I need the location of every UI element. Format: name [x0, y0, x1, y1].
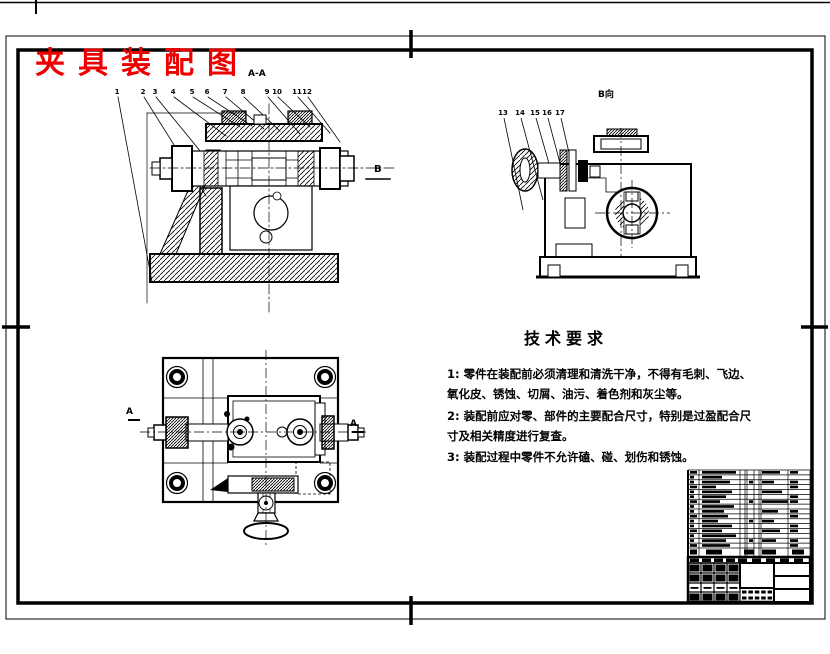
tech-requirements: 技术要求 1: 零件在装配前必须清理和清洗干净，不得有毛刺、飞边、 氧化皮、锈蚀…: [446, 329, 752, 464]
flange: [559, 149, 568, 192]
callout-label: 4: [171, 88, 176, 96]
right-nut: [319, 147, 341, 190]
callout-label: 14: [515, 109, 525, 117]
small-hole: [259, 230, 273, 244]
top-view: A A: [126, 350, 368, 545]
view-label-b: B向: [598, 88, 614, 100]
section-label-aa: A-A: [248, 69, 266, 79]
pin: [253, 114, 267, 125]
inner-block: [564, 197, 586, 229]
column-section: [199, 187, 223, 255]
tech-requirements-line: 3: 装配过程中零件不允许磕、碰、划伤和锈蚀。: [447, 450, 694, 464]
tech-requirements-line: 寸及相关精度进行复查。: [447, 429, 574, 443]
bolt-head: [221, 110, 247, 125]
callout-label: 15: [530, 109, 540, 117]
callout-label: 6: [205, 88, 210, 96]
sheet-frame: [0, 0, 830, 625]
shaft: [537, 162, 561, 179]
drawing-title: 夹具装配图: [35, 46, 250, 81]
callout-label: 13: [498, 109, 508, 117]
callout-label: 2: [141, 88, 146, 96]
callout-label: 5: [190, 88, 195, 96]
tech-requirements-line: 2: 装配前应对零、部件的主要配合尺寸，特别是过盈配合尺: [447, 409, 752, 423]
callout-label: 1: [115, 88, 120, 96]
callout-label: 8: [241, 88, 246, 96]
left-screw: [185, 423, 229, 442]
base-plate-section: [149, 253, 339, 283]
top-plate-section: [205, 123, 323, 142]
direction-label-b: B: [374, 164, 382, 175]
callout-label: 7: [223, 88, 228, 96]
parts-list-table: [687, 469, 811, 558]
side-view: B向 13 14 15 16 17: [498, 88, 700, 279]
callout-label: 11: [292, 88, 302, 96]
front-callout-numbers: 1 2 3 4 5 6 7 8 9 10 11 12: [115, 88, 312, 96]
bore-circle: [253, 195, 289, 231]
tech-requirements-line: 氧化皮、锈蚀、切屑、油污、着色剂和灰尘等。: [446, 387, 689, 401]
tech-requirements-line: 1: 零件在装配前必须清理和清洗干净，不得有毛刺、飞边、: [447, 367, 751, 381]
collar: [578, 160, 588, 182]
bolt-head: [287, 110, 313, 125]
left-nut: [171, 145, 193, 192]
callout-label: 16: [542, 109, 552, 117]
section-arrow-right: A: [350, 419, 357, 429]
callout-label: 9: [265, 88, 270, 96]
section-arrow-left: A: [126, 407, 133, 417]
title-block: [686, 555, 812, 604]
callout-label: 12: [302, 88, 312, 96]
tech-requirements-title: 技术要求: [524, 329, 608, 348]
callout-label: 3: [153, 88, 158, 96]
side-base: [539, 256, 697, 278]
front-view: A-A 1 2 3 4 5 6 7 8 9 10: [115, 69, 397, 313]
callout-label: 17: [555, 109, 565, 117]
callout-label: 10: [272, 88, 282, 96]
side-callout-numbers: 13 14 15 16 17: [498, 109, 565, 117]
